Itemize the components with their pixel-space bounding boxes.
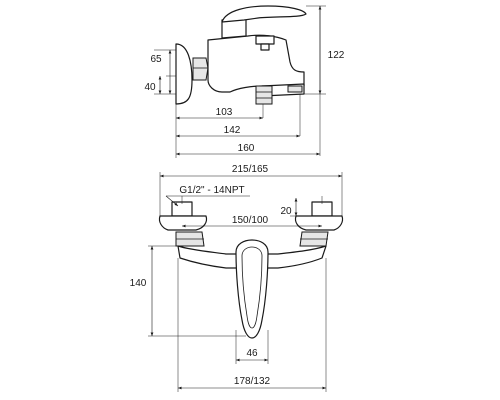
right-connector-cap [311, 201, 333, 217]
left-connector-cap [171, 201, 193, 217]
wall-rosette [175, 43, 193, 105]
dim-122: 122 [328, 50, 345, 61]
dim-160: 160 [238, 143, 255, 154]
dim-215-165: 215/165 [232, 164, 269, 175]
dim-150-100: 150/100 [232, 215, 269, 226]
right-rosette [294, 215, 344, 231]
thread-spec: G1/2" - 14NPT [179, 185, 244, 196]
hex-nut [192, 57, 209, 81]
side-view: 65 40 122 103 142 160 [144, 5, 345, 158]
lever-handle [221, 5, 307, 23]
shower-outlet [255, 85, 273, 105]
dim-46: 46 [246, 348, 258, 359]
front-view: 215/165 G1/2" - 14NPT 20 150/100 140 46 … [130, 164, 344, 392]
dim-20: 20 [280, 206, 292, 217]
dim-40: 40 [144, 82, 156, 93]
left-rosette [158, 215, 208, 231]
dim-178-132: 178/132 [234, 376, 271, 387]
dim-103: 103 [216, 107, 233, 118]
aerator [287, 85, 303, 93]
diverter-knob [255, 35, 275, 45]
dim-140: 140 [130, 278, 147, 289]
front-lever [235, 239, 269, 339]
dim-142: 142 [224, 125, 241, 136]
dim-65: 65 [150, 54, 162, 65]
